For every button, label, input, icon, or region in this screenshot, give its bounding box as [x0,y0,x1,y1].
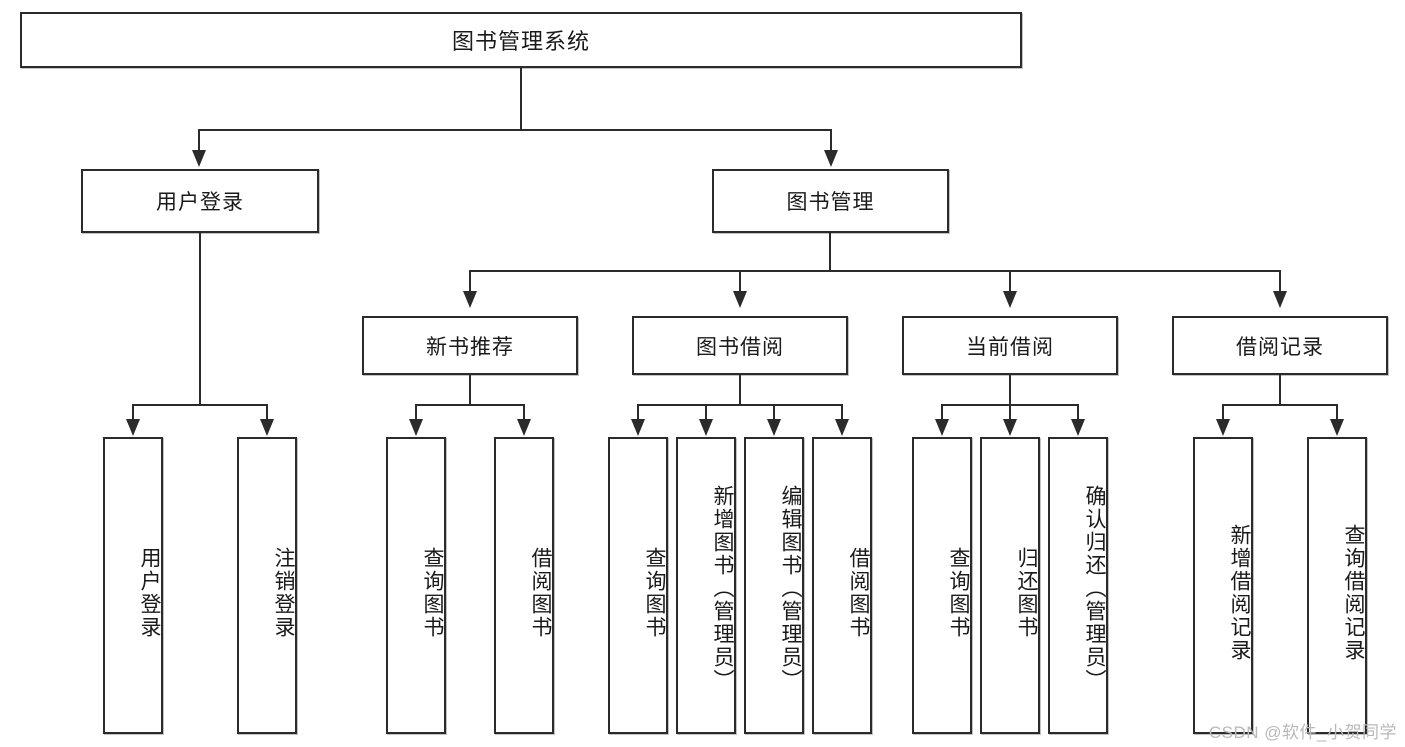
edge-borrow-record-stem [1279,375,1281,405]
arrow-to-leaf-borrow-book-2 [835,419,849,436]
arrow-to-book-management [824,150,838,167]
node-user-login[interactable]: 用户登录 [81,169,319,233]
arrow-to-leaf-logout [260,419,274,436]
arrow-to-leaf-borrow-book-1 [517,419,531,436]
edge-book-borrow-bus [637,404,843,406]
edge-book-borrow-stem [739,375,741,405]
edge-level2-bus [469,270,1281,272]
arrow-to-leaf-user-login [126,419,140,436]
node-label: 确认归还（管理员） [1083,485,1106,692]
node-label: 用户登录 [156,191,244,214]
node-label: 查询图书 [947,546,970,639]
edge-root-drop-right [830,129,832,151]
node-current-borrow[interactable]: 当前借阅 [902,316,1118,375]
arrow-to-leaf-query-book-2 [631,419,645,436]
node-label: 图书管理 [786,191,875,214]
edge-user-login-stem [199,233,201,405]
node-label: 图书管理系统 [451,29,590,54]
edge-borrow-record-drop-2 [1336,404,1338,420]
node-label: 归还图书 [1015,546,1038,639]
node-book-management[interactable]: 图书管理 [712,169,949,233]
node-label: 新书推荐 [426,335,514,359]
leaf-query-book-recommend[interactable]: 查询图书 [386,437,446,734]
node-label: 查询借阅记录 [1342,523,1365,662]
node-borrow-record[interactable]: 借阅记录 [1172,316,1388,375]
leaf-borrow-book[interactable]: 借阅图书 [812,437,872,734]
leaf-add-borrow-record[interactable]: 新增借阅记录 [1193,437,1253,734]
edge-current-borrow-drop-3 [1077,404,1079,420]
leaf-borrow-book-recommend[interactable]: 借阅图书 [494,437,554,734]
edge-book-borrow-drop-1 [637,404,639,420]
node-label: 图书借阅 [696,335,784,359]
edge-user-login-drop-1 [132,404,134,420]
edge-borrow-record-bus [1222,404,1338,406]
leaf-logout[interactable]: 注销登录 [237,437,297,734]
node-label: 注销登录 [272,546,295,639]
edge-user-login-bus [132,404,268,406]
node-label: 查询图书 [643,546,666,639]
node-root-book-management-system[interactable]: 图书管理系统 [20,12,1022,68]
edge-level2-drop-4 [1279,270,1281,292]
edge-root-drop-left [198,129,200,151]
arrow-to-new-book-recommend [463,291,477,308]
edge-current-borrow-drop-2 [1009,404,1011,420]
node-label: 借阅图书 [529,546,552,639]
edge-current-borrow-drop-1 [941,404,943,420]
edge-borrow-record-drop-1 [1222,404,1224,420]
leaf-query-book-borrow[interactable]: 查询图书 [608,437,668,734]
arrow-to-leaf-query-book-3 [935,419,949,436]
edge-current-borrow-stem [1009,375,1011,405]
arrow-to-leaf-return-book [1003,419,1017,436]
edge-book-management-stem [829,233,831,271]
node-label: 当前借阅 [966,335,1054,359]
node-label: 编辑图书（管理员） [779,485,802,692]
node-label: 借阅记录 [1236,335,1324,359]
edge-new-book-drop-2 [523,404,525,420]
node-label: 查询图书 [421,546,444,639]
edge-root-bus [198,129,832,131]
node-label: 新增图书（管理员） [711,485,734,692]
edge-new-book-drop-1 [415,404,417,420]
node-label: 新增借阅记录 [1228,523,1251,662]
arrow-to-leaf-query-record [1330,419,1344,436]
arrow-to-user-login [192,150,206,167]
leaf-confirm-return[interactable]: 确认归还（管理员） [1048,437,1108,734]
arrow-to-leaf-add-record [1216,419,1230,436]
edge-level2-drop-1 [469,270,471,292]
arrow-to-leaf-edit-book [767,419,781,436]
node-book-borrow[interactable]: 图书借阅 [632,316,848,375]
leaf-add-book[interactable]: 新增图书（管理员） [676,437,736,734]
edge-user-login-drop-2 [266,404,268,420]
leaf-edit-book[interactable]: 编辑图书（管理员） [744,437,804,734]
edge-book-borrow-drop-4 [841,404,843,420]
arrow-to-leaf-add-book [699,419,713,436]
edge-new-book-bus [415,404,525,406]
edge-new-book-stem [469,375,471,405]
edge-level2-drop-2 [739,270,741,292]
edge-root-stem [520,68,522,130]
watermark-text: CSDN @软件_小贺同学 [1208,723,1397,742]
edge-book-borrow-drop-2 [705,404,707,420]
arrow-to-leaf-confirm-return [1071,419,1085,436]
edge-level2-drop-3 [1009,270,1011,292]
arrow-to-book-borrow [733,291,747,308]
leaf-return-book[interactable]: 归还图书 [980,437,1040,734]
edge-book-borrow-drop-3 [773,404,775,420]
leaf-query-book-current[interactable]: 查询图书 [912,437,972,734]
leaf-user-login[interactable]: 用户登录 [103,437,163,734]
arrow-to-current-borrow [1003,291,1017,308]
arrow-to-borrow-record [1273,291,1287,308]
node-label: 用户登录 [138,546,161,639]
node-new-book-recommend[interactable]: 新书推荐 [362,316,578,375]
arrow-to-leaf-query-book-1 [409,419,423,436]
node-label: 借阅图书 [847,546,870,639]
leaf-query-borrow-record[interactable]: 查询借阅记录 [1307,437,1367,734]
